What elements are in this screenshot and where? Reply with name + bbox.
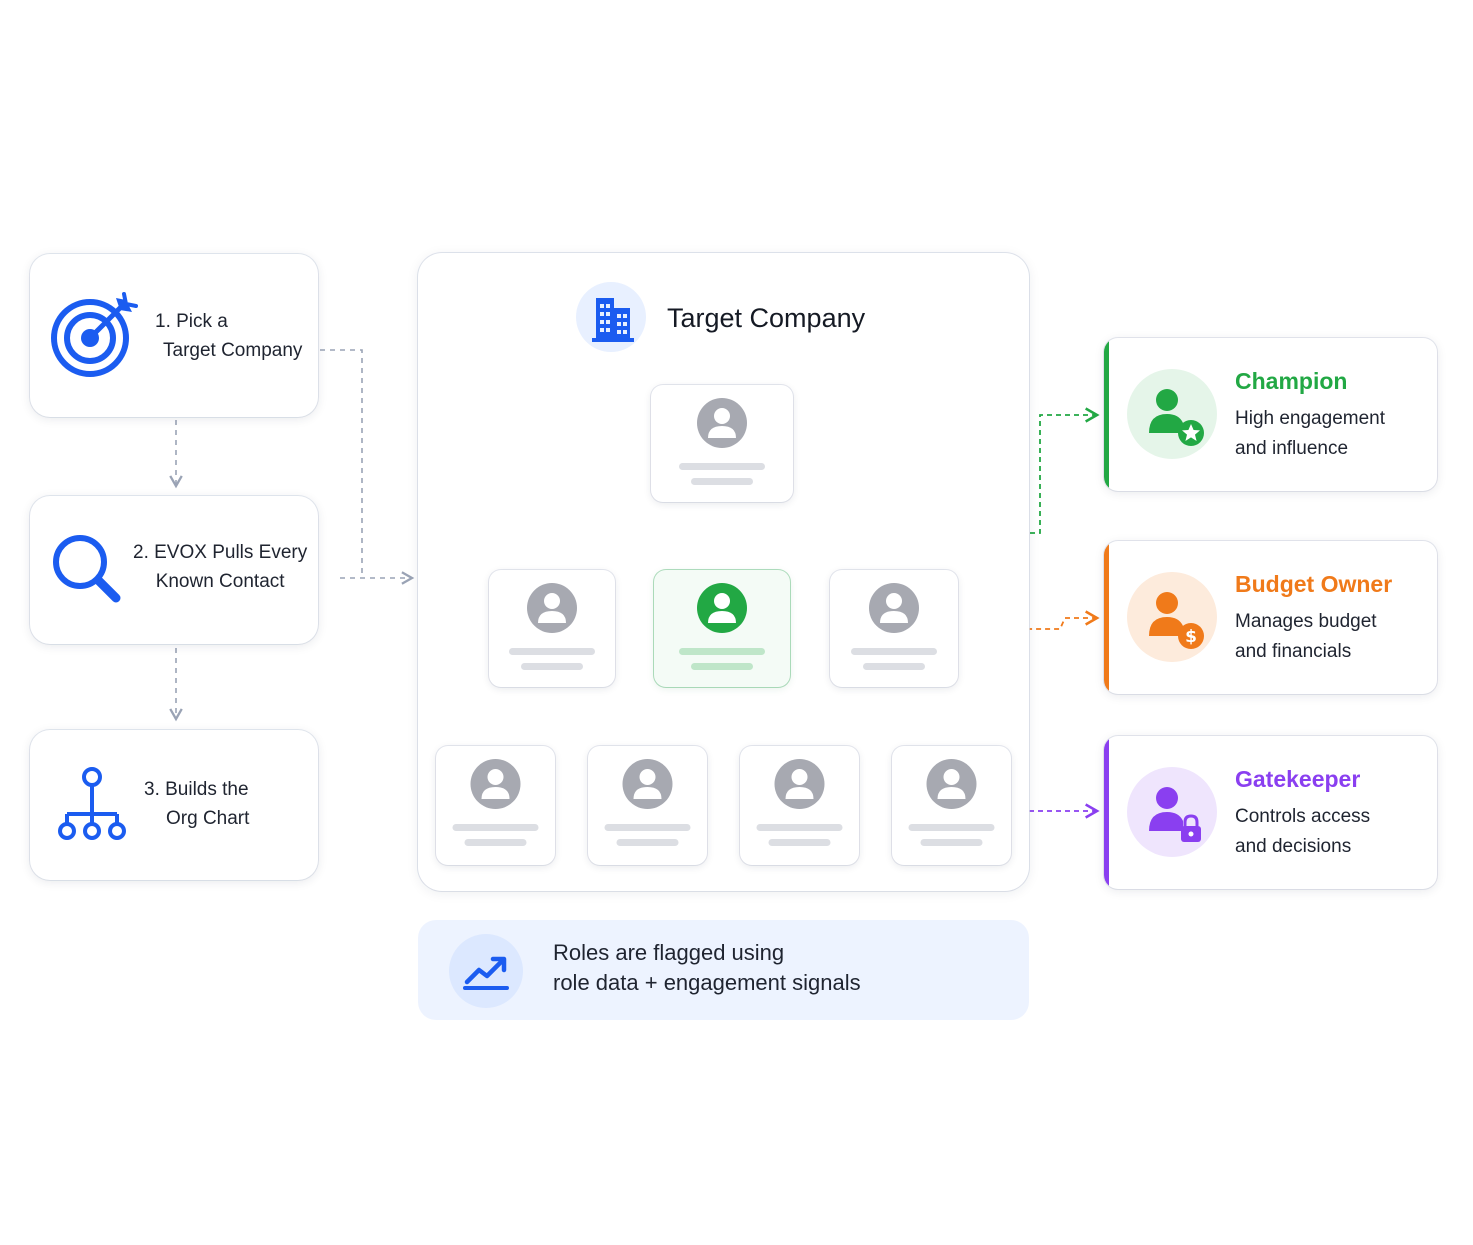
svg-text:$: $ — [1185, 627, 1197, 647]
step-card-pull-contacts: 2. EVOX Pulls Every Known Contact — [30, 496, 318, 644]
role-accent-bar — [1104, 736, 1109, 889]
org-chart-icon — [58, 767, 126, 840]
role-avatar — [1127, 767, 1217, 857]
step-1-label: 1. Pick a Target Company — [155, 311, 303, 361]
org-node-manager-right — [830, 570, 958, 687]
person-avatar-icon — [679, 583, 765, 670]
trend-up-icon — [463, 956, 509, 990]
person-star-icon — [1149, 389, 1204, 446]
role-accent-bar — [1104, 541, 1109, 694]
step-card-build-org-chart: 3. Builds the Org Chart — [30, 730, 318, 880]
role-title: Gatekeeper — [1235, 766, 1361, 792]
role-title: Champion — [1235, 368, 1348, 394]
person-avatar-icon — [756, 759, 843, 846]
org-node-staff-4 — [892, 746, 1011, 865]
person-avatar-icon — [604, 759, 691, 846]
company-icon-badge — [576, 282, 646, 352]
step-card-pick-company: 1. Pick a Target Company — [30, 254, 318, 417]
person-avatar-icon — [679, 398, 765, 485]
role-title: Budget Owner — [1235, 571, 1393, 597]
org-node-manager-center — [654, 570, 790, 687]
role-accent-bar — [1104, 338, 1109, 491]
person-avatar-icon — [509, 583, 595, 670]
org-node-staff-1 — [436, 746, 555, 865]
person-avatar-icon — [851, 583, 937, 670]
company-title: Target Company — [667, 303, 866, 333]
step1-to-company-connector — [320, 349, 363, 578]
step-2-label: 2. EVOX Pulls Every Known Contact — [133, 542, 308, 592]
roles-note-text: Roles are flagged using role data + enga… — [553, 940, 861, 995]
person-dollar-icon: $ — [1149, 592, 1204, 649]
target-icon — [51, 292, 138, 377]
person-avatar-icon — [452, 759, 539, 846]
org-node-manager-left — [489, 570, 615, 687]
role-avatar — [1127, 369, 1217, 459]
person-lock-icon — [1149, 787, 1201, 842]
step-3-label: 3. Builds the Org Chart — [144, 779, 250, 829]
org-node-staff-3 — [740, 746, 859, 865]
org-node-ceo — [651, 385, 793, 502]
search-icon — [53, 535, 121, 603]
note-icon-badge — [449, 934, 523, 1008]
org-node-staff-2 — [588, 746, 707, 865]
role-avatar: $ — [1127, 572, 1217, 662]
person-avatar-icon — [908, 759, 995, 846]
building-icon — [592, 298, 634, 342]
